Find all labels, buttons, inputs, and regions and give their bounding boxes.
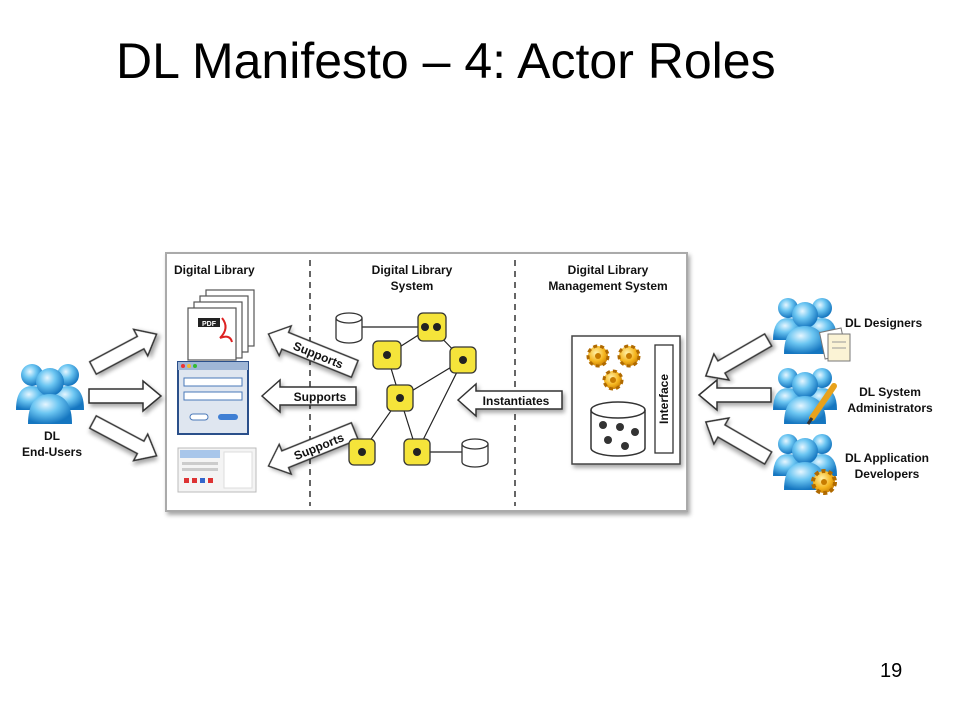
- slide-title: DL Manifesto – 4: Actor Roles: [116, 33, 776, 89]
- gear-icon: [617, 344, 641, 368]
- gear-icon: [602, 369, 624, 391]
- page-number: 19: [880, 660, 903, 682]
- designers-label: DL Designers: [845, 316, 922, 330]
- end-users-arrow-bottom: [88, 414, 158, 462]
- application-window-icon: [177, 361, 249, 435]
- node-icon: [386, 384, 414, 412]
- supports-arrow-middle: Supports: [260, 378, 357, 414]
- app-developers-icon: [773, 434, 837, 490]
- designers-arrow: [704, 332, 773, 382]
- documents-icon: [818, 327, 851, 362]
- node-icon: [449, 346, 477, 374]
- management-system-box: Interface: [571, 335, 681, 465]
- end-users-label-line1: DL: [44, 429, 60, 443]
- end-users-arrow-top: [88, 328, 158, 376]
- sysadmin-label-line2: Administrators: [847, 401, 933, 415]
- cylinder-icon: [335, 312, 363, 344]
- node-icon: [348, 438, 376, 466]
- end-users-label-line2: End-Users: [22, 445, 82, 459]
- node-icon: [417, 312, 447, 342]
- node-icon: [372, 340, 402, 370]
- instantiates-arrow: Instantiates: [456, 382, 563, 418]
- appdev-label-line1: DL Application: [845, 451, 929, 465]
- panel-title-digital-library: Digital Library: [174, 263, 255, 277]
- pdf-documents-icon: PDF: [187, 289, 255, 361]
- web-page-thumbnail-icon: [177, 447, 257, 493]
- pdf-label: PDF: [202, 321, 217, 328]
- panel-title-dlms-line2: Management System: [548, 279, 667, 293]
- gear-icon: [811, 469, 837, 495]
- database-cylinder-icon: [590, 401, 646, 457]
- instantiates-label: Instantiates: [483, 394, 550, 408]
- panel-title-dls-line2: System: [391, 279, 434, 293]
- supports-label-middle: Supports: [294, 390, 347, 404]
- end-users-arrow-middle: [88, 379, 163, 413]
- end-users-icon: [16, 364, 84, 424]
- appdev-arrow: [704, 416, 773, 466]
- appdev-label-line2: Developers: [855, 467, 920, 481]
- pencil-icon: [806, 383, 837, 425]
- cylinder-icon: [461, 438, 489, 468]
- sysadmin-arrow: [697, 378, 772, 412]
- panel-title-dlms-line1: Digital Library: [568, 263, 649, 277]
- interface-label: Interface: [657, 374, 671, 424]
- sysadmin-label-line1: DL System: [859, 385, 921, 399]
- system-network-graph: [335, 312, 489, 468]
- panel-title-dls-line1: Digital Library: [372, 263, 453, 277]
- designers-icon: [773, 298, 837, 354]
- gear-icon: [586, 344, 610, 368]
- node-icon: [403, 438, 431, 466]
